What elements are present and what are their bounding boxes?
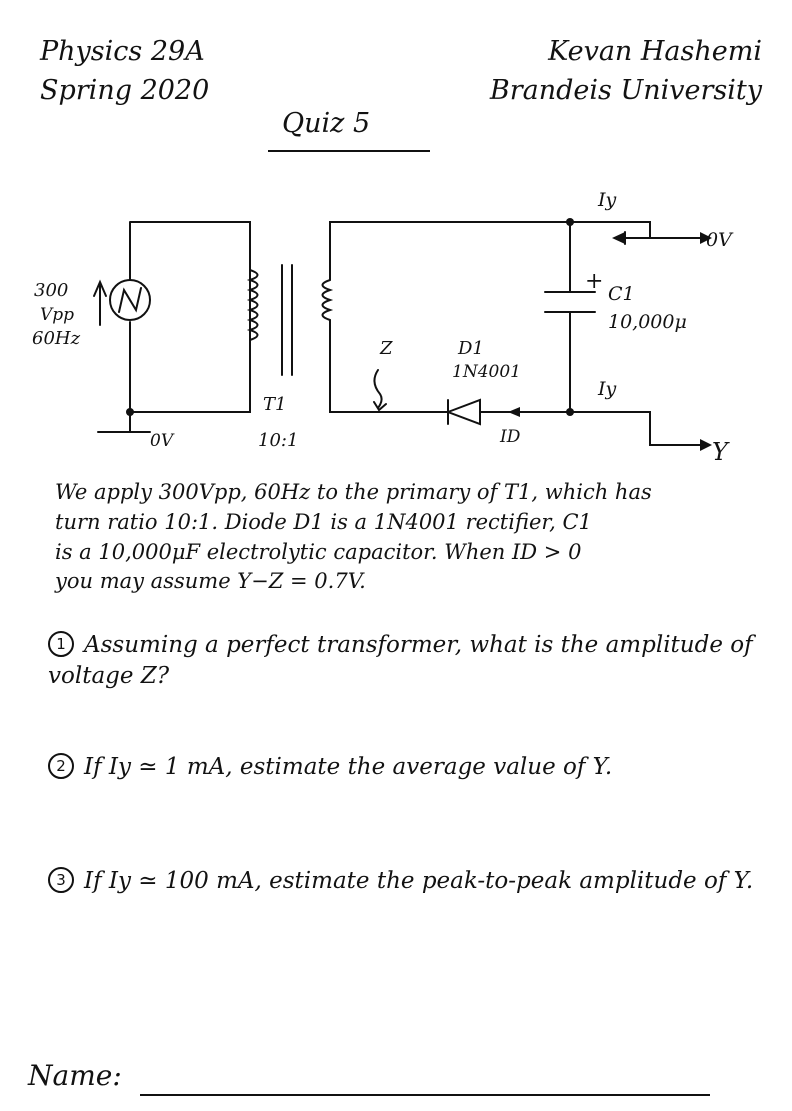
ac-source-symbol <box>109 279 151 321</box>
ground-left-symbol <box>97 411 151 433</box>
diode-symbol <box>445 398 481 426</box>
source-frequency: 60Hz <box>32 328 81 349</box>
question-3: 3 If Iy ≃ 100 mA, estimate the peak-to-pe… <box>48 866 768 897</box>
primary-coil <box>246 269 259 341</box>
capacitor-polarity: + <box>585 269 603 294</box>
question-number: 3 <box>48 867 74 893</box>
quiz-title: Quiz 5 <box>282 108 371 139</box>
capacitor-value: 10,000μ <box>608 311 687 333</box>
source-arrow <box>93 279 107 326</box>
institution-name: Brandeis University <box>489 75 762 107</box>
question-text: Assuming a perfect transformer, what is … <box>48 632 753 690</box>
ground-right-label: 0V <box>706 229 734 251</box>
transformer-core <box>281 264 293 376</box>
output-lead-bottom <box>569 411 701 446</box>
source-unit: Vpp <box>40 305 74 325</box>
diode-name: D1 <box>457 338 484 359</box>
transformer-ratio: 10:1 <box>258 430 298 451</box>
z-probe-arrow <box>373 369 387 412</box>
question-text: If Iy ≃ 100 mA, estimate the peak-to-pea… <box>84 868 754 894</box>
author-name: Kevan Hashemi <box>548 36 762 67</box>
output-current-bottom: Iy <box>597 378 617 400</box>
ground-left-label: 0V <box>150 431 175 451</box>
problem-intro: We apply 300Vpp, 60Hz to the primary of … <box>55 478 770 597</box>
course-name: Physics 29A <box>40 36 205 67</box>
secondary-wire <box>329 221 571 413</box>
secondary-coil <box>321 279 334 321</box>
quiz-title-underline <box>268 150 430 152</box>
capacitor-plates <box>544 291 596 313</box>
name-label: Name: <box>28 1059 122 1092</box>
ac-source-wave <box>118 287 142 313</box>
intro-line-3: is a 10,000μF electrolytic capacitor. Wh… <box>55 539 582 564</box>
source-amplitude: 300 <box>34 280 68 301</box>
output-current-top: Iy <box>597 189 617 211</box>
question-text: If Iy ≃ 1 mA, estimate the average value… <box>84 754 613 780</box>
course-header: Physics 29A Spring 2020 <box>40 32 209 110</box>
intro-line-4: you may assume Y−Z = 0.7V. <box>55 569 366 594</box>
intro-line-2: turn ratio 10:1. Diode D1 is a 1N4001 re… <box>55 509 592 534</box>
question-number: 1 <box>48 631 74 657</box>
question-2: 2 If Iy ≃ 1 mA, estimate the average valu… <box>48 752 768 783</box>
primary-wire <box>129 221 251 413</box>
question-number: 2 <box>48 753 74 779</box>
diode-part: 1N4001 <box>452 362 521 382</box>
transformer-name: T1 <box>263 394 286 415</box>
author-header: Kevan Hashemi Brandeis University <box>490 32 762 110</box>
node-z-label: Z <box>379 338 393 359</box>
course-term: Spring 2020 <box>40 75 210 107</box>
output-lead-top <box>569 221 701 239</box>
intro-line-1: We apply 300Vpp, 60Hz to the primary of … <box>55 480 652 504</box>
circuit-diagram: 300 Vpp 60Hz 0V T1 10:1 Z D1 1N4001 ID +… <box>32 189 734 466</box>
diode-current: ID <box>499 427 521 447</box>
output-node-label: Y <box>712 438 730 466</box>
capacitor-name: C1 <box>608 283 635 305</box>
name-field[interactable] <box>140 1094 710 1096</box>
